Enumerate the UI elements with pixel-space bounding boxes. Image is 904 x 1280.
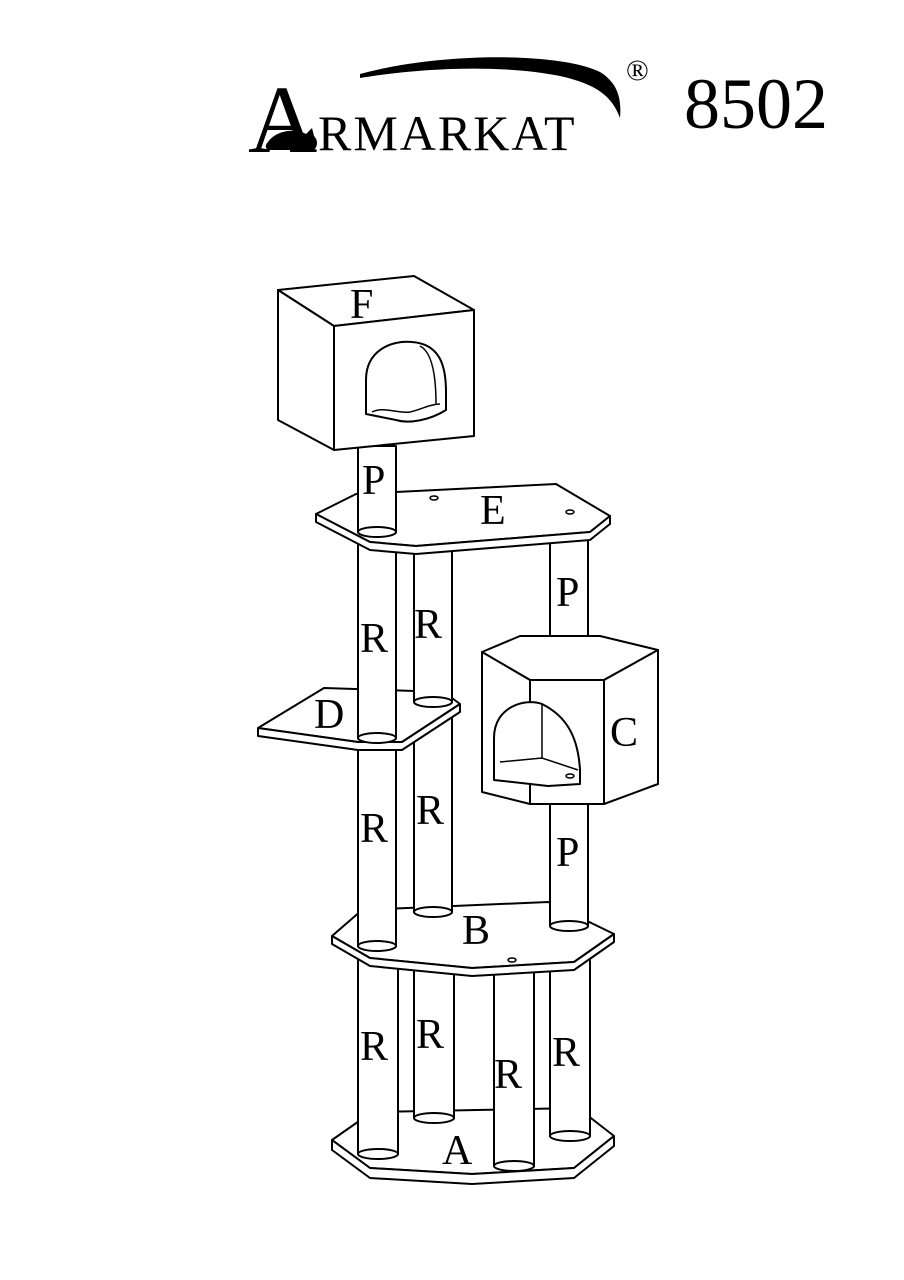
- posts-a-b: [357, 957, 591, 1172]
- logo-wordmark: RMARKAT: [318, 105, 576, 161]
- posts-b-d: [357, 711, 589, 952]
- label-part-a: A: [442, 1128, 473, 1174]
- logo-swoosh: [360, 57, 621, 118]
- brand-logo: A RMARKAT ®: [248, 54, 649, 173]
- label-part-r-a4: R: [552, 1030, 580, 1076]
- post-p-c-bottom: [549, 803, 589, 932]
- model-number: 8502: [684, 64, 828, 144]
- platform-b: [331, 901, 615, 977]
- post-r-a1: [357, 957, 399, 1160]
- label-part-r-e1: R: [360, 616, 388, 662]
- label-part-p-top: P: [362, 458, 385, 504]
- post-r-e1: [357, 539, 397, 744]
- label-part-r-d2: R: [416, 788, 444, 834]
- label-part-r-a1: R: [360, 1024, 388, 1070]
- label-part-f: F: [350, 282, 373, 328]
- label-part-r-a3: R: [494, 1052, 522, 1098]
- label-part-r-e2: R: [414, 602, 442, 648]
- cube-f: [277, 275, 475, 451]
- post-r-d1: [357, 741, 397, 952]
- logo-first-letter: A: [248, 66, 317, 173]
- label-part-r-a2: R: [416, 1012, 444, 1058]
- post-r-a3: [493, 971, 535, 1172]
- label-part-p-c-top: P: [556, 570, 579, 616]
- post-p-top: [357, 445, 397, 538]
- label-part-c: C: [610, 710, 638, 756]
- base-platform-a: [331, 1107, 615, 1185]
- label-part-r-d1: R: [360, 806, 388, 852]
- part-labels: F P E P R R D C R R P B R R R R A: [314, 282, 638, 1174]
- post-r-e2: [413, 545, 453, 708]
- label-part-p-c-bottom: P: [556, 830, 579, 876]
- condo-c: [481, 635, 659, 805]
- label-part-e: E: [480, 488, 506, 534]
- cat-silhouette-icon: [265, 128, 317, 150]
- label-part-b: B: [462, 908, 490, 954]
- label-part-d: D: [314, 692, 344, 738]
- registered-mark: ®: [626, 54, 649, 87]
